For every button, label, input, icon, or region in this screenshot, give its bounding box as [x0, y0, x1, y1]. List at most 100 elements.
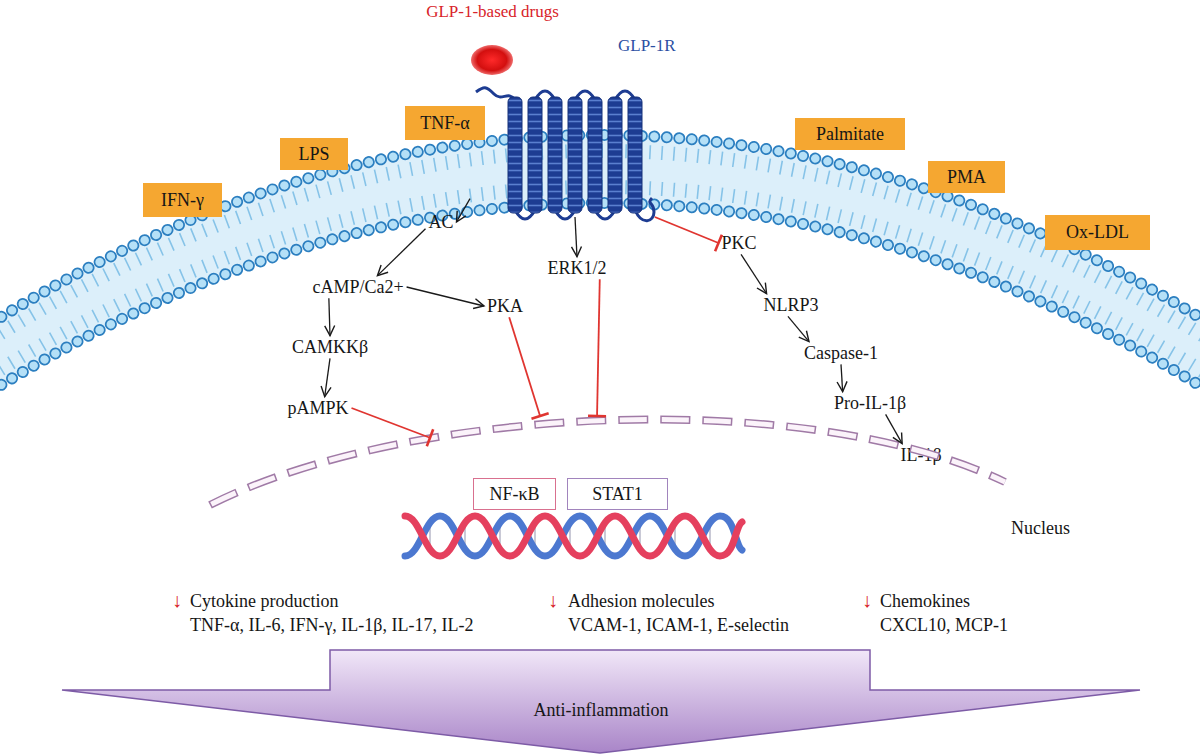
connector-head: [572, 246, 582, 256]
stimulus-box: TNF-α: [405, 106, 485, 140]
connector-line: [575, 217, 577, 257]
connector: [457, 199, 470, 222]
receptor-helix: [588, 97, 602, 213]
connector-head: [837, 381, 847, 391]
node-text: LPS: [298, 144, 329, 165]
connector-line: [841, 364, 843, 391]
pathway-node: pAMPK: [284, 397, 351, 420]
dna-strand: [405, 516, 742, 556]
node-text: AC: [428, 212, 453, 233]
node-text: IFN-γ: [161, 190, 204, 211]
text-holder: NF-κB: [474, 479, 555, 509]
outcome-label: ↓: [548, 589, 558, 612]
connector-line: [788, 316, 809, 341]
transcription-factor-box: NF-κB: [473, 478, 556, 510]
connector-head: [799, 331, 809, 342]
pathway-node: PKA: [484, 295, 526, 318]
connector: [655, 217, 722, 251]
stimulus-box: Ox-LDL: [1045, 215, 1150, 250]
connector: [788, 316, 809, 341]
text-holder: AC: [428, 212, 453, 233]
connector-line: [886, 414, 903, 443]
receptor-helix: [628, 97, 642, 213]
node-text: Nucleus: [1011, 518, 1070, 539]
stimulus-box: PMA: [928, 161, 1005, 193]
connector-head: [325, 326, 335, 336]
node-text: PMA: [947, 167, 986, 188]
text-holder: TNF-α: [405, 106, 485, 140]
connector-line: [597, 279, 600, 416]
pathway-node: Pro-IL-1β: [831, 392, 909, 415]
pathway-node: ERK1/2: [544, 257, 609, 280]
outcome-arrow: Anti-inflammation: [60, 648, 1142, 754]
receptor-helix: [528, 97, 542, 213]
connector-line: [329, 298, 330, 335]
node-text: GLP-1R: [618, 36, 676, 56]
receptor-helix: [608, 97, 622, 213]
nuclear-envelope: [210, 419, 1005, 505]
connector: [509, 317, 548, 418]
connector-line: [531, 413, 548, 418]
nucleus: Nucleus NF-κB STAT1: [430, 416, 1070, 561]
text-holder: PKC: [721, 233, 756, 254]
text-holder: GLP-1R: [618, 36, 676, 56]
outcome-label: Chemokines: [880, 591, 970, 612]
outcome-label: VCAM-1, ICAM-1, E-selectin: [568, 615, 789, 636]
outcome-label: ↓: [862, 589, 872, 612]
node-text: Caspase-1: [804, 343, 878, 364]
outcome-label: ↓: [172, 589, 182, 612]
text-holder: GLP-1-based drugs: [405, 2, 580, 22]
drug-molecule: GLP-1-based drugs: [405, 0, 580, 82]
pathway-node: CAMKKβ: [289, 336, 371, 359]
connector-head: [893, 432, 902, 443]
node-text: ERK1/2: [547, 258, 606, 279]
stimulus-box: LPS: [280, 138, 348, 170]
connector: [352, 408, 434, 446]
connector-line: [352, 408, 430, 438]
receptor-helix: [548, 97, 562, 213]
nuclear-envelope-outline: [210, 419, 1005, 505]
connector-line: [407, 287, 484, 306]
node-text: Pro-IL-1β: [834, 393, 906, 414]
transcription-factor-box: STAT1: [567, 478, 668, 510]
node-text: NF-κB: [489, 484, 539, 505]
node-text: GLP-1-based drugs: [405, 2, 580, 22]
text-holder: pAMPK: [287, 398, 348, 419]
receptor-shape: [470, 34, 680, 217]
connector: [321, 358, 331, 396]
connector: [572, 217, 582, 257]
node-text: CAMKKβ: [292, 337, 368, 358]
text-holder: LPS: [280, 138, 348, 170]
text-holder: CAMKKβ: [292, 337, 368, 358]
text-holder: cAMP/Ca2+: [312, 277, 403, 298]
text-holder: PKA: [487, 296, 523, 317]
text-holder: Pro-IL-1β: [834, 393, 906, 414]
connector-head: [377, 265, 388, 276]
connector-line: [377, 229, 425, 276]
connector-line: [509, 317, 540, 416]
node-text: PKC: [721, 233, 756, 254]
connector-line: [427, 429, 433, 446]
connector-line: [457, 199, 470, 222]
text-holder: NLRP3: [763, 295, 818, 316]
lipid-heads-outline: [0, 203, 1200, 398]
node-text: TNF-α: [420, 113, 469, 134]
text-holder: STAT1: [568, 479, 667, 509]
pathway-node: Caspase-1: [801, 342, 881, 365]
text-holder: PMA: [928, 161, 1005, 193]
connector-line: [741, 254, 767, 293]
connector: [741, 254, 767, 293]
connector: [377, 229, 425, 276]
connector-head: [457, 211, 466, 222]
outcome-label: CXCL10, MCP-1: [880, 615, 1008, 636]
node-text: Ox-LDL: [1066, 222, 1129, 243]
receptor-helix: [568, 97, 582, 213]
outcome-label: TNF-α, IL-6, IFN-γ, IL-1β, IL-17, IL-2: [190, 615, 473, 636]
pathway-node: AC: [425, 211, 456, 234]
connector-line: [588, 415, 606, 418]
connector: [325, 298, 335, 335]
text-holder: ERK1/2: [547, 258, 606, 279]
